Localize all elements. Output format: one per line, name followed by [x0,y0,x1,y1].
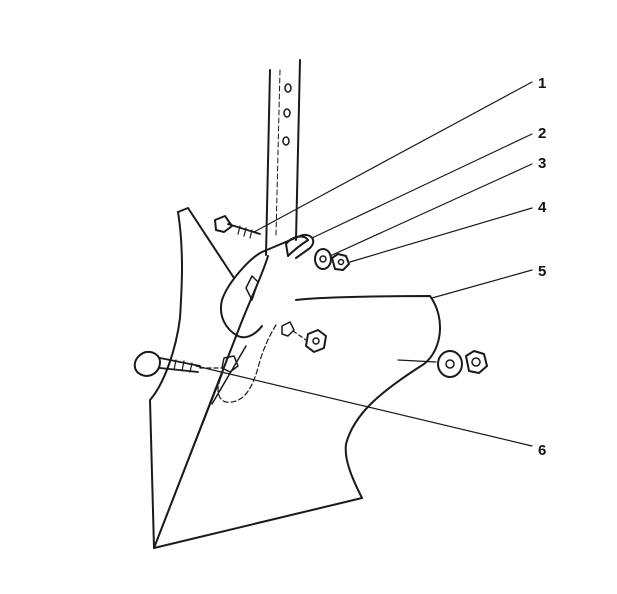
washer-item-3 [314,248,332,270]
leader-line-6 [195,365,533,447]
callout-label-1: 1 [538,75,546,92]
bolt-washer [437,350,463,378]
standard-hole [284,83,292,93]
plow-bolt-item-6 [133,350,239,377]
bolt-nut [465,350,488,374]
leader-line-3 [329,163,533,257]
leader-lines [195,81,533,447]
callout-label-6: 6 [538,442,546,459]
plow-standard [265,59,301,256]
frog-bracket [217,234,315,403]
leader-line-2 [311,133,533,239]
moldboard-nut [305,329,327,353]
callout-label-5: 5 [538,263,546,280]
callout-label-2: 2 [538,125,546,142]
bolt-item-1 [214,215,261,239]
callout-labels: 1 2 3 4 5 6 [538,75,547,459]
callout-label-4: 4 [538,199,547,216]
bracket-slot [285,235,309,257]
standard-hole [282,136,290,146]
leader-line-4 [349,207,533,263]
moldboard-bolt [281,321,307,341]
nut-item-4 [331,253,350,271]
callout-label-3: 3 [538,155,546,172]
leader-line-5 [431,269,533,299]
standard-hole [283,108,291,118]
plow-bottom [149,207,441,549]
leader-line-1 [253,81,533,233]
